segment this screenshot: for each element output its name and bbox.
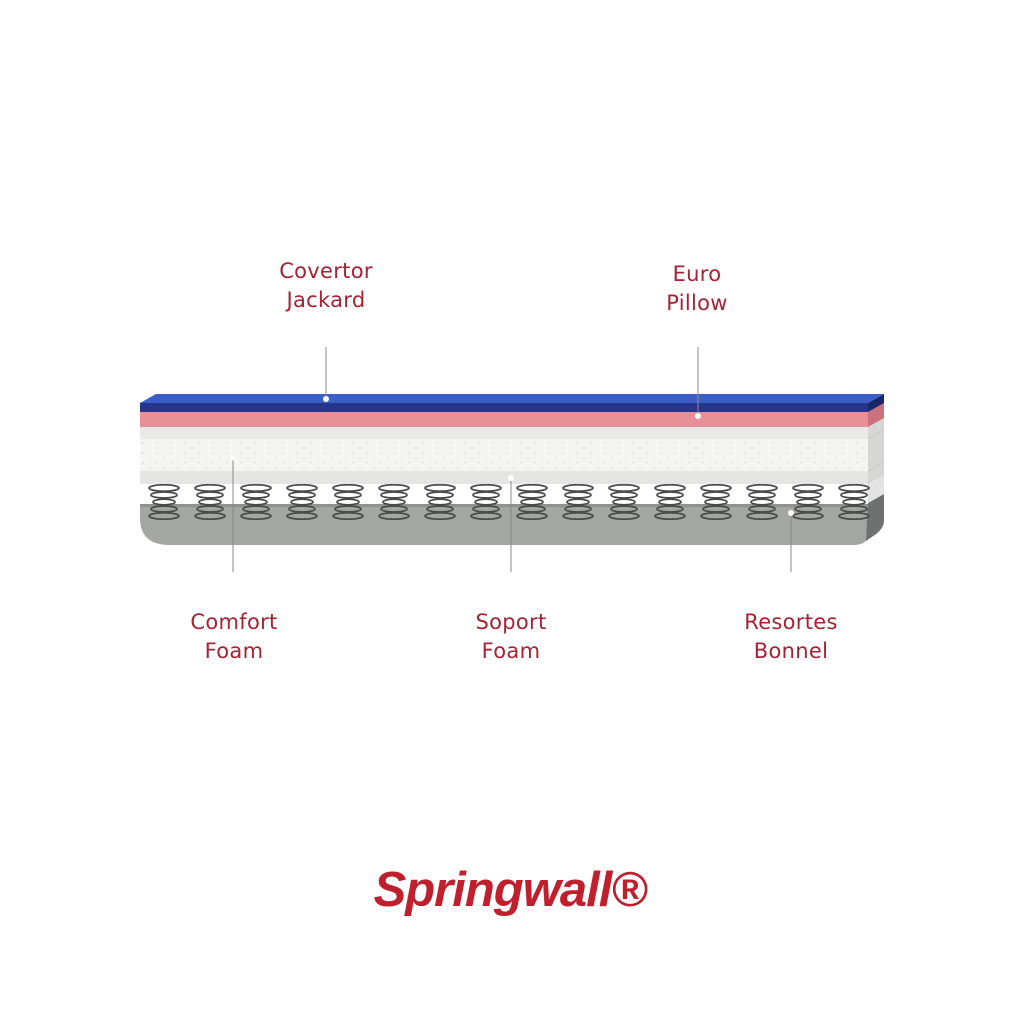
euro-marker [695, 413, 701, 419]
comfort-marker [230, 455, 236, 461]
covertor-label-line2: Jackard [286, 288, 366, 312]
comfort-label-line1: Comfort [190, 610, 278, 634]
soport-foam-label: Soport Foam [411, 608, 611, 666]
resortes-marker [788, 510, 794, 516]
foam-layers [140, 418, 885, 484]
foam-side [868, 418, 884, 484]
soport-label-line1: Soport [475, 610, 547, 634]
covertor-jackard-label: Covertor Jackard [226, 257, 426, 315]
covertor-jackard-layer [140, 394, 884, 412]
comfort-foam-label: Comfort Foam [134, 608, 334, 666]
soport-foam-layer [140, 471, 868, 484]
brand-logo-text: Springwall® [374, 863, 649, 917]
comfort-label-line2: Foam [204, 639, 264, 663]
leader-lines [230, 347, 794, 572]
springwall-logo: Springwall® [374, 863, 650, 917]
foam-top-band [140, 427, 868, 439]
spring-row-side [868, 475, 884, 503]
euro-pillow-layer [140, 403, 884, 427]
euro-label-line2: Pillow [666, 291, 728, 315]
resortes-bonnel-label: Resortes Bonnel [691, 608, 891, 666]
resortes-label-line1: Resortes [744, 610, 838, 634]
soport-marker [508, 475, 514, 481]
covertor-label-line1: Covertor [279, 259, 373, 283]
covertor-marker [323, 396, 329, 402]
resortes-label-line2: Bonnel [753, 639, 829, 663]
base-layer [140, 494, 884, 545]
euro-pillow-label: Euro Pillow [597, 260, 797, 318]
soport-label-line2: Foam [481, 639, 541, 663]
spring-row-bg [140, 484, 868, 504]
euro-label-line1: Euro [672, 262, 722, 286]
